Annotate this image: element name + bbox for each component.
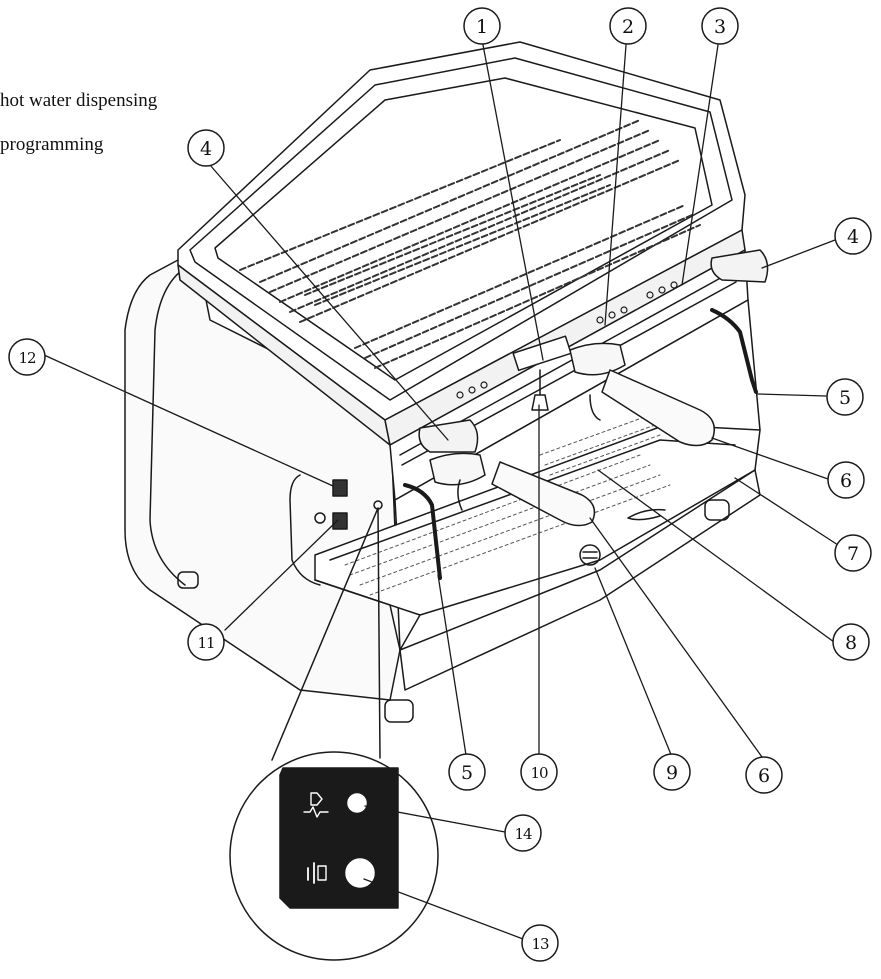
callout-14: 14 bbox=[504, 814, 542, 852]
leader-1 bbox=[482, 44, 544, 361]
svg-text:4: 4 bbox=[200, 138, 212, 160]
leader-9 bbox=[594, 567, 673, 758]
side-switches bbox=[289, 474, 383, 586]
callout-7: 7 bbox=[834, 534, 872, 572]
callout-5b: 5 bbox=[448, 753, 486, 791]
svg-text:5: 5 bbox=[839, 387, 851, 409]
leader-6a bbox=[711, 437, 829, 480]
svg-text:10: 10 bbox=[530, 764, 548, 782]
svg-text:4: 4 bbox=[847, 226, 859, 248]
svg-text:1: 1 bbox=[476, 16, 488, 38]
caption-programming: programming bbox=[0, 134, 104, 155]
portafilter-right bbox=[601, 369, 715, 447]
callout-1: 1 bbox=[463, 7, 501, 45]
steam-wands bbox=[403, 249, 769, 580]
svg-text:13: 13 bbox=[531, 935, 549, 953]
callout-6b: 6 bbox=[745, 756, 783, 794]
leader-6b bbox=[589, 517, 763, 758]
callout-4b: 4 bbox=[834, 217, 872, 255]
power-on-off-icon bbox=[307, 862, 327, 884]
callout-3: 3 bbox=[701, 7, 739, 45]
foot bbox=[384, 699, 414, 723]
knob-right bbox=[710, 249, 769, 283]
leader-5a bbox=[757, 393, 827, 397]
button-panel bbox=[279, 767, 399, 909]
cup-wave-icon bbox=[303, 792, 329, 818]
group-heads bbox=[429, 342, 715, 527]
callout-8: 8 bbox=[832, 623, 870, 661]
leader-11 bbox=[224, 519, 339, 631]
callout-4a: 4 bbox=[187, 129, 225, 167]
knob-left bbox=[418, 419, 479, 453]
wand-left bbox=[403, 483, 442, 580]
foot bbox=[704, 499, 730, 521]
leader-13 bbox=[363, 878, 524, 940]
switch-upper bbox=[332, 479, 348, 497]
svg-text:3: 3 bbox=[714, 16, 726, 38]
svg-text:6: 6 bbox=[840, 470, 852, 492]
level-indicator bbox=[579, 544, 601, 566]
callout-13: 13 bbox=[521, 924, 559, 962]
callout-2: 2 bbox=[609, 7, 647, 45]
callout-12: 12 bbox=[8, 338, 46, 376]
svg-text:2: 2 bbox=[622, 16, 634, 38]
leader-7 bbox=[734, 477, 839, 546]
svg-text:5: 5 bbox=[461, 762, 473, 784]
wand-right bbox=[710, 308, 758, 394]
hot-water-tap bbox=[531, 369, 549, 411]
leader-8 bbox=[597, 469, 835, 643]
leader-4a bbox=[209, 164, 449, 441]
grill-pattern bbox=[239, 119, 701, 369]
callouts: 1 2 3 4 4 5 5 6 6 7 8 9 10 11 12 13 14 bbox=[8, 7, 872, 962]
svg-text:14: 14 bbox=[514, 825, 532, 843]
svg-text:7: 7 bbox=[847, 543, 859, 565]
power-button bbox=[345, 858, 375, 888]
svg-text:12: 12 bbox=[18, 349, 36, 367]
callout-6a: 6 bbox=[827, 461, 865, 499]
leader-lines bbox=[43, 44, 839, 940]
callout-9: 9 bbox=[653, 753, 691, 791]
leader-2 bbox=[604, 44, 627, 326]
lower-body bbox=[177, 299, 761, 723]
indicator-light bbox=[347, 793, 367, 813]
side-indicator bbox=[314, 512, 326, 524]
leader-4b bbox=[761, 239, 836, 269]
svg-text:11: 11 bbox=[197, 634, 214, 652]
leader-5b bbox=[437, 574, 467, 756]
foot bbox=[177, 571, 199, 589]
portafilter-left bbox=[491, 461, 596, 527]
svg-text:6: 6 bbox=[758, 765, 770, 787]
callout-10: 10 bbox=[520, 753, 558, 791]
callout-5a: 5 bbox=[826, 378, 864, 416]
callout-11: 11 bbox=[187, 623, 225, 661]
svg-text:9: 9 bbox=[666, 762, 678, 784]
switch-lower bbox=[332, 512, 348, 530]
leader-14 bbox=[364, 805, 506, 833]
leader-12 bbox=[43, 354, 334, 487]
caption-hot-water: hot water dispensing bbox=[0, 90, 158, 111]
svg-text:8: 8 bbox=[845, 632, 857, 654]
leader-3 bbox=[681, 44, 719, 286]
